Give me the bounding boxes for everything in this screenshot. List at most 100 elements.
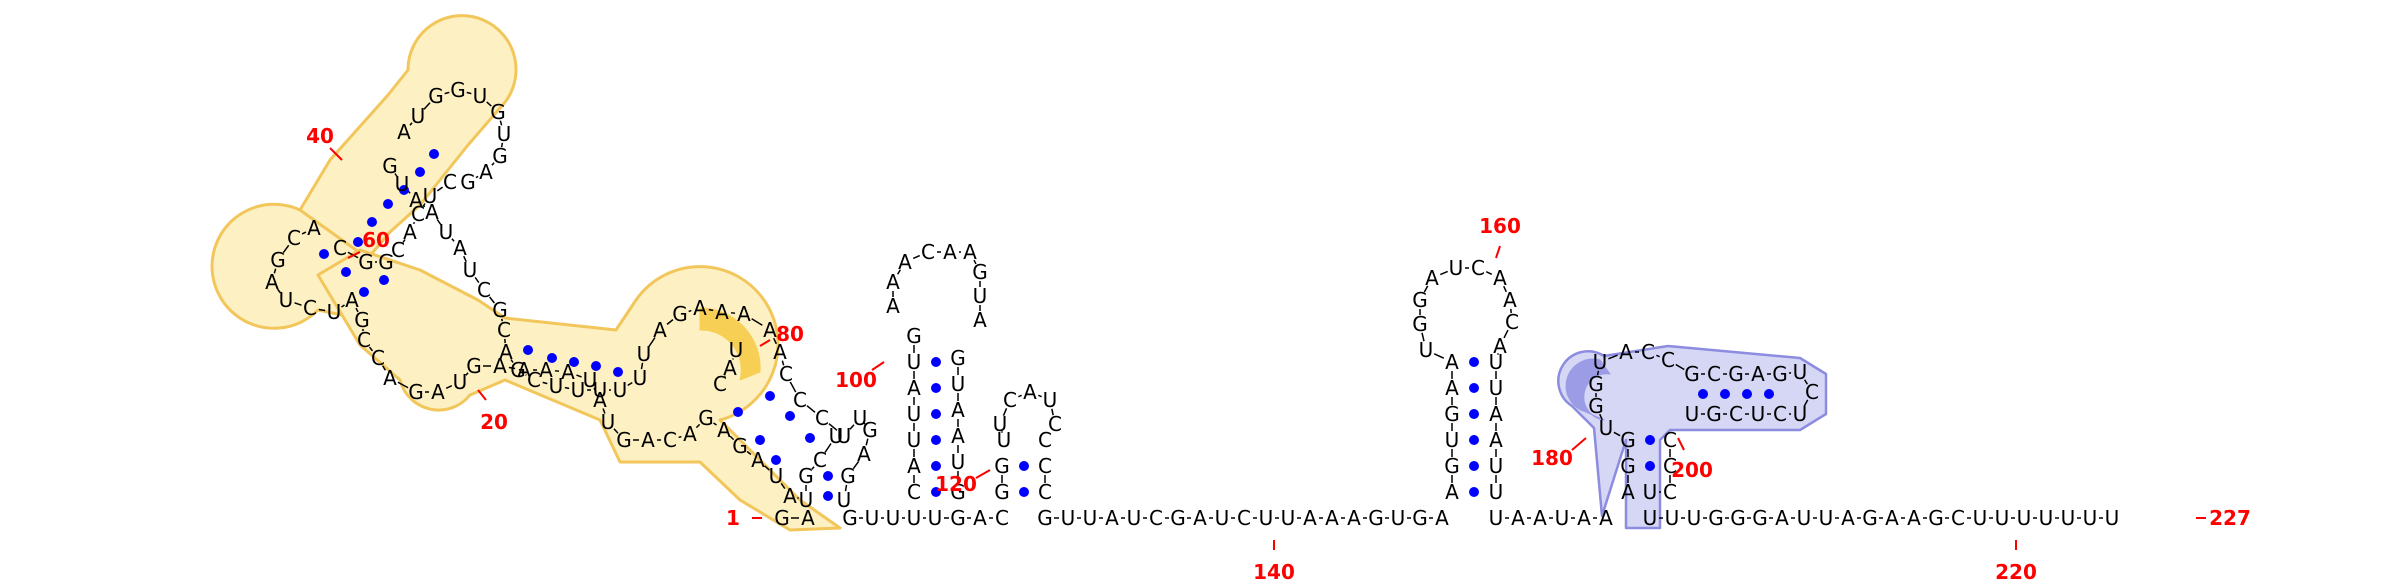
numbering-tick xyxy=(1571,437,1587,451)
backbone-segment xyxy=(1599,413,1603,421)
nucleotide: A xyxy=(383,366,397,390)
nucleotide: C xyxy=(497,318,511,342)
nucleotide: A xyxy=(963,240,977,264)
nucleotide: A xyxy=(683,422,697,446)
backbone-segment xyxy=(806,405,816,413)
nucleotide: U xyxy=(1819,506,1834,530)
backbone-segment xyxy=(1503,285,1507,293)
backbone-segment xyxy=(486,101,492,107)
nucleotide: C xyxy=(1149,506,1163,530)
backbone-segment xyxy=(865,438,869,446)
backbone-segment xyxy=(811,466,815,470)
backbone-segment xyxy=(688,309,692,313)
nucleotide: C xyxy=(1951,506,1965,530)
backbone-segment xyxy=(510,359,514,363)
base-pair-dot xyxy=(1469,435,1479,445)
nucleotide: C xyxy=(443,170,457,194)
nucleotide: C xyxy=(357,328,371,352)
backbone-segment xyxy=(301,231,307,235)
nucleotide: C xyxy=(813,448,827,472)
nucleotide: A xyxy=(397,120,411,144)
base-pair-dot xyxy=(823,491,833,501)
nucleotide: C xyxy=(1729,402,1743,426)
highlight-region-yellow xyxy=(210,14,842,532)
nucleotide: C xyxy=(1661,348,1675,372)
nucleotide: C xyxy=(477,278,491,302)
nucleotide: G xyxy=(950,346,966,370)
backbone-segment xyxy=(713,422,717,426)
nucleotide: U xyxy=(1665,506,1680,530)
backbone-segment xyxy=(294,302,302,306)
highlight-blue-strong xyxy=(1565,358,1611,421)
backbone-segment xyxy=(751,318,763,326)
nucleotide: U xyxy=(549,374,564,398)
base-pair-dot xyxy=(785,411,795,421)
backbone-segment xyxy=(678,435,682,439)
numbering-tick xyxy=(759,339,771,347)
base-pair-dot xyxy=(367,217,377,227)
nucleotide: G xyxy=(408,380,424,404)
nucleotide: G xyxy=(450,78,466,102)
nucleotide: U xyxy=(1599,416,1614,440)
backbone-segment xyxy=(852,460,860,470)
nucleotide: G xyxy=(950,506,966,530)
nucleotide: U xyxy=(907,428,922,452)
backbone-segment xyxy=(422,203,426,207)
highlight-yellow-strong xyxy=(699,307,761,381)
nucleotide: U xyxy=(633,366,648,390)
backbone-segment xyxy=(844,484,848,492)
nucleotide: U xyxy=(907,506,922,530)
backbone-segment xyxy=(542,381,548,385)
nucleotide: G xyxy=(466,354,482,378)
backbone-segment xyxy=(973,259,977,265)
nucleotide: G xyxy=(842,506,858,530)
base-pair-dot xyxy=(353,237,363,247)
nucleotide: G xyxy=(1588,394,1604,418)
numbering-label-60: 60 xyxy=(362,228,390,252)
nucleotide: A xyxy=(265,270,279,294)
nucleotide: U xyxy=(1489,454,1504,478)
backbone-segment xyxy=(564,386,570,390)
backbone-segment xyxy=(1613,431,1621,437)
nucleotide: G xyxy=(1620,454,1636,478)
nucleotide: A xyxy=(653,318,667,342)
nucleotide: G xyxy=(798,464,814,488)
backbone-segment xyxy=(1433,353,1445,359)
nucleotide: C xyxy=(1048,412,1062,436)
backbone-segment xyxy=(451,238,455,242)
backbone-segment xyxy=(828,423,838,431)
base-pair-dot xyxy=(591,361,601,371)
nucleotide: G xyxy=(358,250,374,274)
nucleotide: G xyxy=(774,506,790,530)
backbone-segment xyxy=(912,254,921,260)
numbering-label-40: 40 xyxy=(306,124,334,148)
backbone-segment xyxy=(508,366,516,370)
nucleotide: C xyxy=(391,238,405,262)
nucleotide: A xyxy=(1621,480,1635,504)
nucleotide: G xyxy=(428,84,444,108)
nucleotide: A xyxy=(973,308,987,332)
backbone-segment xyxy=(412,221,416,225)
nucleotide: A xyxy=(857,442,871,466)
nucleotide: U xyxy=(1643,480,1658,504)
nucleotide: C xyxy=(995,506,1009,530)
nucleotide: U xyxy=(928,506,943,530)
backbone-segment xyxy=(500,142,504,148)
numbering-label-1: 1 xyxy=(726,506,740,530)
nucleotide: A xyxy=(907,376,921,400)
nucleotide: A xyxy=(307,216,321,240)
backbone-segment xyxy=(576,374,582,378)
backbone-segment xyxy=(729,435,735,441)
base-pair-dot xyxy=(1645,435,1655,445)
nucleotide: G xyxy=(698,406,714,430)
nucleotide: U xyxy=(1083,506,1098,530)
nucleotide: A xyxy=(907,454,921,478)
nucleotide: G xyxy=(354,308,370,332)
nucleotide: G xyxy=(1412,288,1428,312)
nucleotide: U xyxy=(423,184,438,208)
backbone-segment xyxy=(593,387,597,393)
backbone-segment xyxy=(1803,379,1809,385)
nucleotide: G xyxy=(1862,506,1878,530)
nucleotide: A xyxy=(751,448,765,472)
nucleotide: A xyxy=(1489,402,1503,426)
